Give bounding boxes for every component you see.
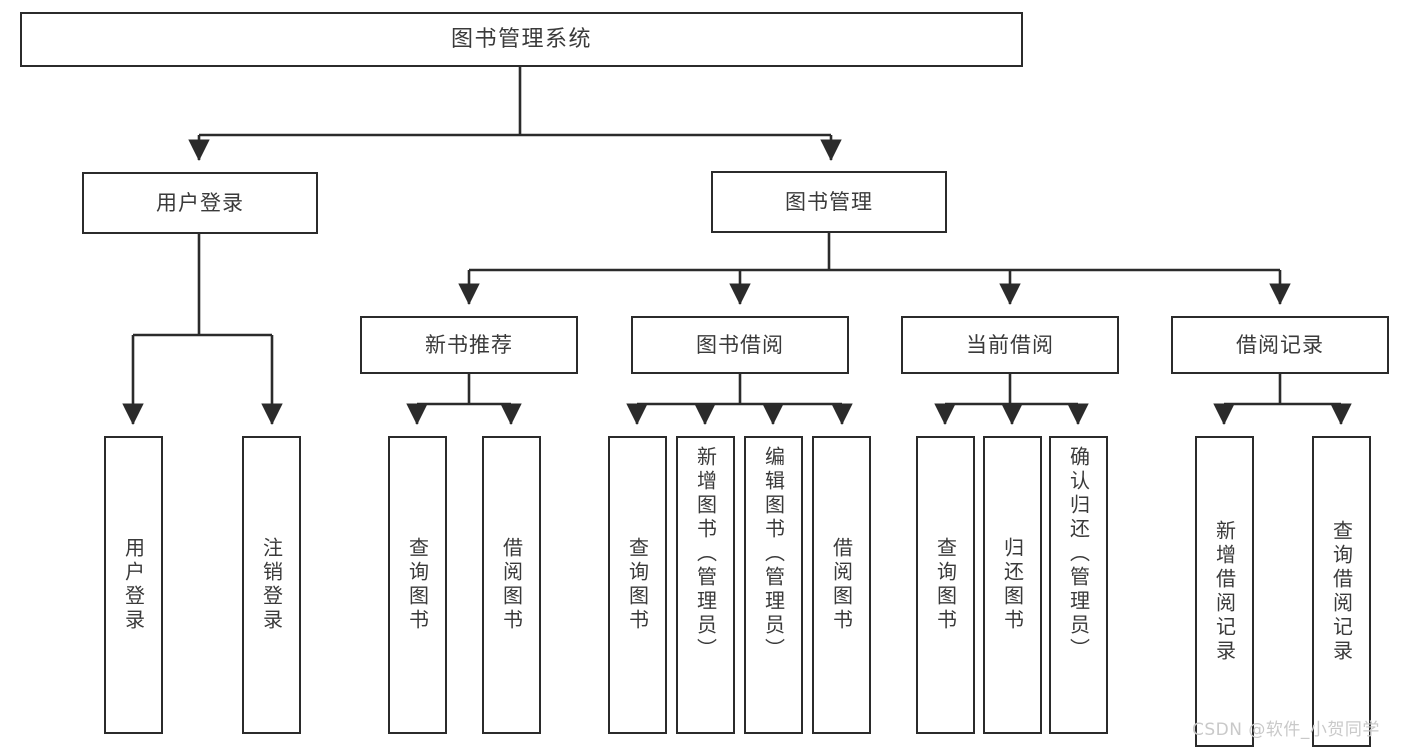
csdn-watermark: CSDN @软件_小贺同学	[1192, 720, 1380, 740]
node-root-system[interactable]: 图书管理系统	[20, 12, 1023, 67]
node-borrow-record[interactable]: 借阅记录	[1171, 316, 1389, 374]
node-label: 当前借阅	[966, 332, 1054, 357]
node-new-book-recommend[interactable]: 新书推荐	[360, 316, 578, 374]
node-label: 编辑图书（管理员）	[761, 446, 786, 662]
node-label: 图书管理系统	[450, 26, 592, 52]
leaf-borrow-book[interactable]: 借阅图书	[812, 436, 871, 734]
leaf-query-borrow-record[interactable]: 查询借阅记录	[1312, 436, 1371, 747]
node-label: 借阅图书	[499, 537, 524, 633]
leaf-query-book-recommend[interactable]: 查询图书	[388, 436, 447, 734]
node-book-borrow[interactable]: 图书借阅	[631, 316, 849, 374]
leaf-edit-book-admin[interactable]: 编辑图书（管理员）	[744, 436, 803, 734]
node-label: 用户登录	[121, 537, 146, 633]
node-label: 图书管理	[785, 189, 873, 214]
node-label: 查询图书	[933, 537, 958, 633]
node-label: 用户登录	[156, 190, 244, 215]
node-label: 确认归还（管理员）	[1066, 446, 1091, 662]
node-label: 借阅记录	[1236, 332, 1324, 357]
node-label: 借阅图书	[829, 537, 854, 633]
leaf-user-login[interactable]: 用户登录	[104, 436, 163, 734]
node-label: 新书推荐	[425, 332, 513, 357]
leaf-query-book-current[interactable]: 查询图书	[916, 436, 975, 734]
leaf-confirm-return-admin[interactable]: 确认归还（管理员）	[1049, 436, 1108, 734]
node-label: 归还图书	[1000, 537, 1025, 633]
node-label: 查询图书	[405, 537, 430, 633]
node-label: 查询图书	[625, 537, 650, 633]
node-label: 查询借阅记录	[1329, 519, 1354, 664]
leaf-query-book-borrow[interactable]: 查询图书	[608, 436, 667, 734]
node-label: 新增图书（管理员）	[693, 446, 718, 662]
node-label: 注销登录	[259, 537, 284, 633]
leaf-add-book-admin[interactable]: 新增图书（管理员）	[676, 436, 735, 734]
leaf-return-book[interactable]: 归还图书	[983, 436, 1042, 734]
node-label: 新增借阅记录	[1212, 519, 1237, 664]
node-label: 图书借阅	[696, 332, 784, 357]
node-book-management[interactable]: 图书管理	[711, 171, 947, 233]
leaf-borrow-book-recommend[interactable]: 借阅图书	[482, 436, 541, 734]
leaf-logout[interactable]: 注销登录	[242, 436, 301, 734]
leaf-add-borrow-record[interactable]: 新增借阅记录	[1195, 436, 1254, 747]
node-user-login[interactable]: 用户登录	[82, 172, 318, 234]
node-current-borrow[interactable]: 当前借阅	[901, 316, 1119, 374]
